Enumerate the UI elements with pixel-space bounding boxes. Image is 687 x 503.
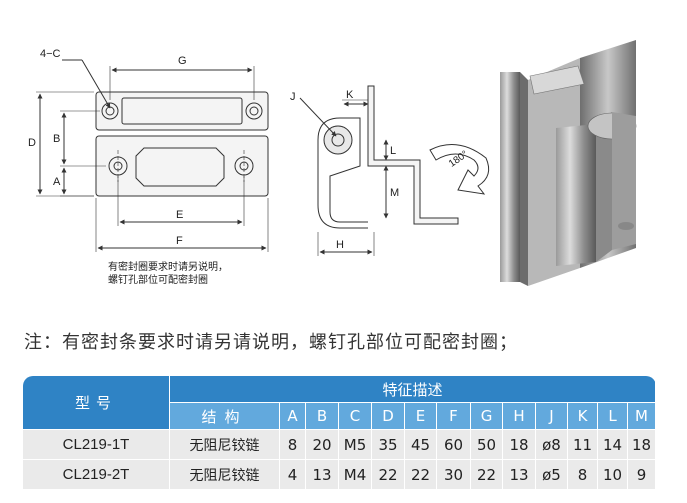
caption-line-2: 螺钉孔部位可配密封圈 — [108, 275, 208, 286]
column-header-a: A — [279, 402, 306, 430]
rotation-arrow-icon — [429, 144, 490, 195]
value-cell-c: M5 — [338, 429, 372, 460]
structure-header: 结构 — [169, 402, 280, 430]
dim-a-label: A — [53, 176, 61, 188]
value-cell-b: 20 — [305, 429, 339, 460]
features-header: 特征描述 — [169, 375, 656, 403]
dim-e-label: E — [176, 209, 183, 221]
value-cell-j: ø8 — [535, 429, 568, 460]
value-cell-f: 60 — [436, 429, 471, 460]
value-cell-a: 4 — [279, 459, 306, 490]
column-header-m: M — [627, 402, 656, 430]
technical-drawing: 4−C G D B A E F J K L M H 180° — [28, 40, 637, 286]
column-header-c: C — [338, 402, 372, 430]
dim-j-label: J — [290, 91, 296, 103]
value-cell-l: 10 — [597, 459, 628, 490]
value-cell-g: 22 — [470, 459, 503, 490]
value-cell-b: 13 — [305, 459, 339, 490]
value-cell-f: 30 — [436, 459, 471, 490]
value-cell-m: 9 — [627, 459, 656, 490]
column-header-h: H — [502, 402, 536, 430]
drawing-caption: 有密封圈要求时请另说明， 螺钉孔部位可配密封圈 — [108, 261, 228, 287]
column-header-b: B — [305, 402, 339, 430]
dim-4c-label: 4−C — [40, 48, 61, 60]
dim-g-label: G — [178, 55, 187, 67]
structure-cell: 无阻尼铰链 — [169, 459, 280, 490]
value-cell-d: 22 — [371, 459, 405, 490]
structure-cell: 无阻尼铰链 — [169, 429, 280, 460]
column-header-g: G — [470, 402, 503, 430]
value-cell-e: 45 — [404, 429, 437, 460]
value-cell-a: 8 — [279, 429, 306, 460]
value-cell-l: 14 — [597, 429, 628, 460]
column-header-j: J — [535, 402, 568, 430]
value-cell-k: 11 — [567, 429, 598, 460]
dim-h-label: H — [336, 239, 344, 251]
dim-f-label: F — [176, 235, 183, 247]
front-view — [36, 59, 269, 252]
value-cell-m: 18 — [627, 429, 656, 460]
dim-k-label: K — [346, 89, 354, 101]
column-header-k: K — [567, 402, 598, 430]
hinge-render — [500, 40, 637, 286]
value-cell-d: 35 — [371, 429, 405, 460]
value-cell-g: 50 — [470, 429, 503, 460]
column-header-d: D — [371, 402, 405, 430]
model-header: 型号 — [22, 375, 170, 430]
column-header-e: E — [404, 402, 437, 430]
dim-m-label: M — [390, 187, 399, 199]
column-header-f: F — [436, 402, 471, 430]
value-cell-j: ø5 — [535, 459, 568, 490]
dim-b-label: B — [53, 133, 60, 145]
dim-d-label: D — [28, 137, 36, 149]
dim-l-label: L — [390, 145, 396, 157]
value-cell-h: 18 — [502, 429, 536, 460]
seal-note: 注：有密封条要求时请另请说明，螺钉孔部位可配密封圈； — [24, 332, 518, 353]
model-cell: CL219-2T — [22, 459, 170, 490]
value-cell-k: 8 — [567, 459, 598, 490]
caption-line-1: 有密封圈要求时请另说明， — [108, 262, 228, 273]
value-cell-c: M4 — [338, 459, 372, 490]
value-cell-e: 22 — [404, 459, 437, 490]
column-header-l: L — [597, 402, 628, 430]
model-cell: CL219-1T — [22, 429, 170, 460]
side-view — [299, 85, 459, 256]
value-cell-h: 13 — [502, 459, 536, 490]
